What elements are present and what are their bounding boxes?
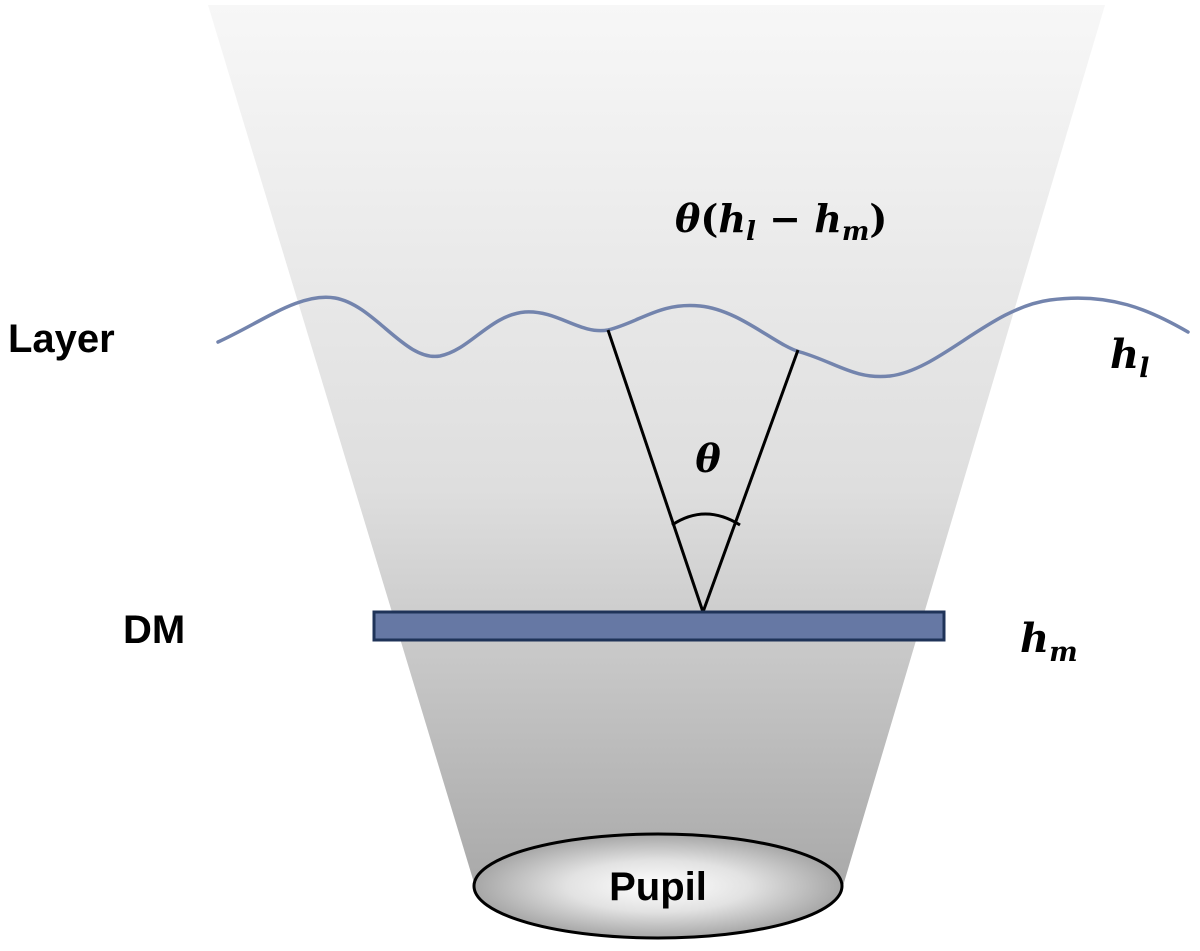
offset-close-paren: ): [869, 196, 887, 241]
offset-open-paren: (: [700, 196, 718, 241]
dm-height-sub: m: [1049, 637, 1078, 668]
ray-line-right: [701, 349, 800, 613]
angle-theta-label: θ: [695, 436, 721, 481]
turbulence-layer-curve: [216, 295, 1190, 379]
layer-label: Layer: [8, 317, 115, 361]
dm-height-base: h: [1020, 615, 1049, 662]
offset-theta: θ: [675, 196, 701, 241]
layer-height-label: hl: [1110, 331, 1149, 384]
offset-h-dm-sub: m: [842, 217, 870, 247]
dm-label: DM: [123, 608, 185, 652]
dm-height-label: hm: [1020, 615, 1078, 668]
offset-h-layer-sub: l: [746, 217, 756, 247]
offset-minus: −: [756, 196, 814, 241]
offset-expression: θ(hl − hm): [675, 196, 887, 247]
light-beam-cone: [208, 5, 1105, 886]
pupil-ellipse: [472, 832, 844, 940]
offset-h-dm: h: [814, 196, 842, 241]
deformable-mirror-bar: [372, 610, 946, 642]
offset-h-layer: h: [718, 196, 746, 241]
pupil-label: Pupil: [609, 865, 707, 909]
angle-arc: [671, 512, 741, 527]
layer-height-sub: l: [1139, 353, 1149, 384]
ray-line-left: [606, 329, 705, 613]
layer-height-base: h: [1110, 331, 1139, 378]
